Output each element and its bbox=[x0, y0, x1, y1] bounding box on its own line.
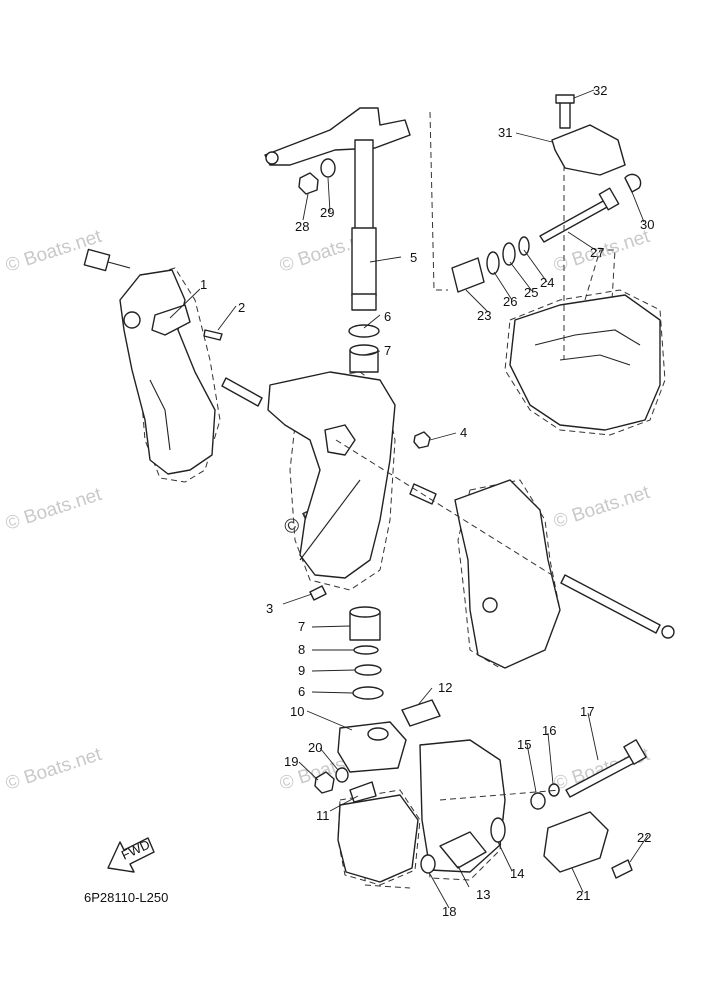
long-bolt[interactable] bbox=[539, 173, 642, 243]
diagram-code: 6P28110-L250 bbox=[84, 890, 168, 905]
callout-32[interactable]: 32 bbox=[593, 83, 607, 98]
callout-18[interactable]: 18 bbox=[442, 904, 456, 919]
watermark: © Boats.net bbox=[551, 482, 653, 533]
callout-23[interactable]: 23 bbox=[477, 308, 491, 323]
callout-13[interactable]: 13 bbox=[476, 887, 490, 902]
watermark: © Boats.net bbox=[3, 744, 105, 795]
callout-31[interactable]: 31 bbox=[498, 125, 512, 140]
small-screws[interactable] bbox=[309, 431, 431, 601]
callout-24[interactable]: 24 bbox=[540, 275, 554, 290]
callout-9[interactable]: 9 bbox=[298, 663, 305, 678]
callout-29[interactable]: 29 bbox=[320, 205, 334, 220]
callout-26[interactable]: 26 bbox=[503, 294, 517, 309]
callout-17[interactable]: 17 bbox=[580, 704, 594, 719]
callout-19[interactable]: 19 bbox=[284, 754, 298, 769]
callout-14[interactable]: 14 bbox=[510, 866, 524, 881]
callout-6[interactable]: 6 bbox=[384, 309, 391, 324]
callout-10[interactable]: 10 bbox=[290, 704, 304, 719]
trim-sensor[interactable] bbox=[83, 248, 223, 341]
bushings-top[interactable] bbox=[348, 324, 380, 373]
callout-1[interactable]: 1 bbox=[200, 277, 207, 292]
callout-27[interactable]: 27 bbox=[590, 245, 604, 260]
lower-bracket bbox=[337, 739, 506, 883]
callout-22[interactable]: 22 bbox=[637, 830, 651, 845]
callout-21[interactable]: 21 bbox=[576, 888, 590, 903]
damper[interactable] bbox=[451, 236, 530, 293]
callout-8[interactable]: 8 bbox=[298, 642, 305, 657]
bracket-plate[interactable] bbox=[551, 94, 626, 176]
engine-block bbox=[509, 294, 661, 431]
callout-5[interactable]: 5 bbox=[410, 250, 417, 265]
callouts: 1 2 3 4 5 6 7 7 8 9 6 10 11 12 13 14 15 … bbox=[200, 83, 654, 919]
callout-15[interactable]: 15 bbox=[517, 737, 531, 752]
lower-bolt-assembly[interactable] bbox=[530, 739, 647, 879]
watermark: © Boats.net bbox=[3, 484, 105, 535]
callout-20[interactable]: 20 bbox=[308, 740, 322, 755]
callout-30[interactable]: 30 bbox=[640, 217, 654, 232]
callout-2[interactable]: 2 bbox=[238, 300, 245, 315]
mount-bracket-right bbox=[454, 479, 561, 669]
callout-6[interactable]: 6 bbox=[298, 684, 305, 699]
mount-bracket-left bbox=[119, 269, 216, 475]
callout-16[interactable]: 16 bbox=[542, 723, 556, 738]
nut-washer-top[interactable] bbox=[298, 158, 336, 195]
callout-7[interactable]: 7 bbox=[384, 343, 391, 358]
steering-shaft[interactable] bbox=[264, 107, 411, 311]
callout-11[interactable]: 11 bbox=[316, 808, 330, 823]
callout-7[interactable]: 7 bbox=[298, 619, 305, 634]
callout-28[interactable]: 28 bbox=[295, 219, 309, 234]
lower-damper[interactable] bbox=[420, 817, 506, 874]
fwd-arrow-icon: FWD bbox=[107, 837, 155, 873]
swivel-bracket bbox=[267, 371, 396, 579]
steering-clamp[interactable] bbox=[314, 699, 441, 803]
callout-12[interactable]: 12 bbox=[438, 680, 452, 695]
callout-4[interactable]: 4 bbox=[460, 425, 467, 440]
callout-3[interactable]: 3 bbox=[266, 601, 273, 616]
leader-lines bbox=[169, 89, 649, 909]
bushings-bottom[interactable] bbox=[349, 606, 384, 700]
callout-25[interactable]: 25 bbox=[524, 285, 538, 300]
